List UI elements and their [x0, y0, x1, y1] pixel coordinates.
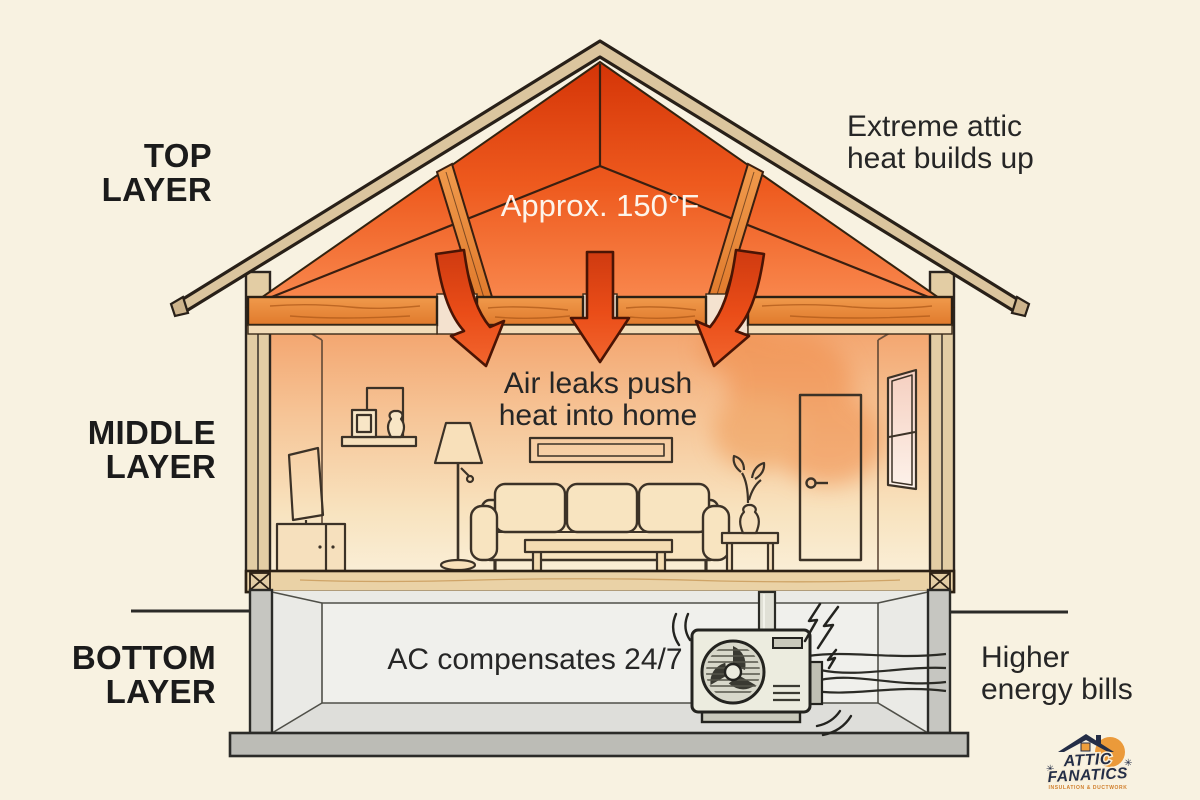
heat-arrows: [434, 248, 766, 368]
ac-note: AC compensates 24/7: [385, 643, 685, 676]
top-layer-label-line1: TOP: [143, 137, 212, 174]
bottom-layer-label-line2: LAYER: [105, 673, 216, 711]
attic-heat-note-line2: heat builds up: [847, 142, 1034, 176]
attic: [244, 60, 956, 308]
rim-joist-left: [249, 572, 271, 591]
roof: [169, 39, 1031, 318]
rim-joist-right: [929, 572, 951, 591]
middle-layer-label-line1: MIDDLE: [87, 414, 216, 451]
logo-roof-icon: [1058, 734, 1114, 752]
middle-layer-label-line2: LAYER: [105, 448, 216, 486]
ac-louvers: [773, 684, 800, 702]
energy-bills-note: Higher energy bills: [981, 641, 1133, 707]
top-layer-label: TOP LAYER: [12, 137, 212, 209]
basement-wall-right: [926, 588, 952, 735]
energy-bills-note-line2: energy bills: [981, 673, 1133, 707]
basement-slab: [228, 731, 970, 758]
vibration-marks-icon: [671, 612, 853, 737]
attic-heat-note-line1: Extreme attic: [847, 110, 1023, 143]
right-eave-cap: [1010, 295, 1031, 318]
lightning-bolts-icon: [803, 602, 840, 670]
right-heat-arrow-icon: [694, 248, 766, 368]
air-leaks-note: Air leaks push heat into home: [448, 367, 748, 433]
logo-name-line2: FANATICS: [1047, 765, 1128, 786]
logo-sparkle-icon: ✳: [1046, 764, 1054, 775]
wood-grain: [269, 304, 933, 319]
wall-shelf: [340, 386, 418, 448]
left-heat-arrow-icon: [434, 248, 506, 368]
left-eave-cap: [169, 295, 190, 318]
top-layer-label-line2: LAYER: [101, 171, 212, 209]
attic-framing-lines: [253, 64, 947, 306]
window: [886, 368, 918, 491]
ac-fan-hub: [723, 662, 743, 682]
logo-sparkle-icon: ✳: [1124, 758, 1132, 769]
ac-vent: [772, 637, 803, 649]
middle-heat-arrow-icon: [569, 250, 631, 364]
tv-cabinet: [275, 522, 347, 573]
air-leaks-note-line1: Air leaks push: [503, 367, 693, 400]
basement-wall-left: [248, 588, 274, 735]
air-leaks-note-line2: heat into home: [498, 399, 698, 433]
plant-vase: [732, 454, 766, 535]
floor-band: [244, 569, 956, 594]
ac-pipe: [757, 590, 777, 636]
attic-fanatics-logo: ✳ ✳ ATTIC FANATICS INSULATION & DUCTWORK: [1046, 734, 1132, 791]
coffee-table: [523, 538, 674, 573]
door: [798, 393, 863, 562]
sofa: [469, 482, 731, 571]
bottom-layer-label: BOTTOM LAYER: [16, 639, 216, 711]
energy-bills-note-line1: Higher: [981, 641, 1070, 674]
logo-name-line1: ATTIC: [1062, 751, 1112, 771]
attic-temperature-value: Approx. 150°F: [500, 188, 700, 223]
wall-frame: [528, 436, 674, 464]
basement-perspective-lines: [271, 591, 929, 734]
middle-layer-label: MIDDLE LAYER: [16, 414, 216, 486]
ac-unit: [671, 590, 947, 737]
ac-note-text: AC compensates 24/7: [387, 643, 683, 676]
bottom-layer-label-line1: BOTTOM: [71, 639, 216, 676]
furniture: [275, 368, 918, 573]
logo-tagline: INSULATION & DUCTWORK: [1049, 785, 1128, 791]
floor-lamp: [433, 421, 484, 572]
attic-heat-note: Extreme attic heat builds up: [847, 110, 1034, 176]
attic-temperature-note: Approx. 150°F: [450, 189, 750, 222]
